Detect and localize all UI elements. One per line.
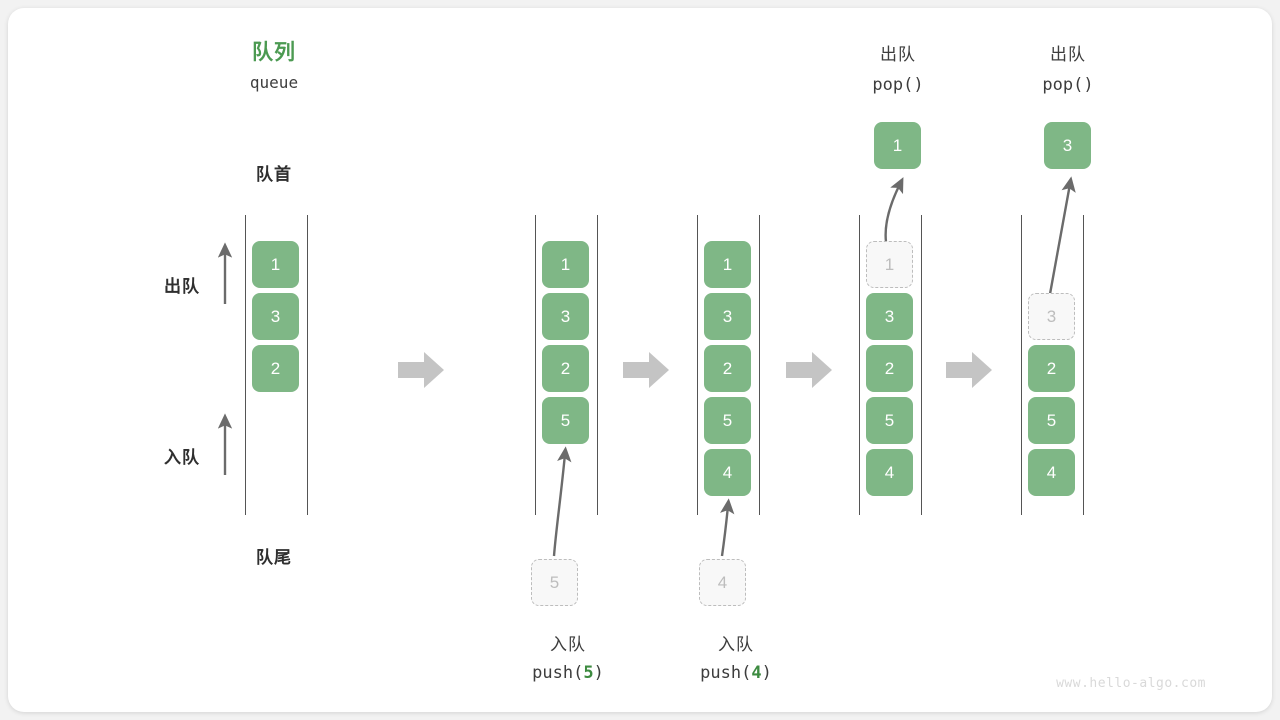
diagram-title-en: queue	[249, 73, 299, 92]
queue-rail-right-2	[597, 215, 598, 515]
queue-rail-right-3	[759, 215, 760, 515]
push-caption-cn-2: 入队	[718, 635, 754, 654]
queue-item-new: 5	[542, 397, 589, 444]
popped-item: 1	[874, 122, 921, 169]
queue-rail-left-3	[697, 215, 698, 515]
queue-item: 1	[704, 241, 751, 288]
queue-item: 3	[252, 293, 299, 340]
queue-item: 3	[704, 293, 751, 340]
step-arrow-icon	[398, 352, 444, 388]
code-prefix: pop(	[1042, 75, 1084, 95]
queue-item: 2	[1028, 345, 1075, 392]
push-arrow-1	[552, 446, 572, 557]
queue-rail-right-4	[921, 215, 922, 515]
rear-label: 队尾	[256, 548, 292, 567]
queue-item: 1	[542, 241, 589, 288]
pop-caption-cn-2: 出队	[1050, 45, 1086, 64]
push-caption-code-2: push(4)	[646, 663, 826, 683]
queue-rail-left-5	[1021, 215, 1022, 515]
step-arrow-icon	[623, 352, 669, 388]
queue-item-new: 4	[704, 449, 751, 496]
code-prefix: push(	[532, 663, 584, 683]
queue-item: 4	[1028, 449, 1075, 496]
push-caption-code-1: push(5)	[478, 663, 658, 683]
code-suffix: )	[593, 663, 604, 683]
code-suffix: )	[1083, 75, 1094, 95]
code-prefix: pop(	[872, 75, 914, 95]
queue-item: 2	[704, 345, 751, 392]
incoming-ghost-item: 5	[531, 559, 578, 606]
queue-item: 5	[704, 397, 751, 444]
enqueue-direction-arrow	[217, 413, 233, 475]
queue-item: 3	[866, 293, 913, 340]
queue-rail-left-1	[245, 215, 246, 515]
pop-caption-cn-1: 出队	[880, 45, 916, 64]
popped-item: 3	[1044, 122, 1091, 169]
queue-item: 5	[866, 397, 913, 444]
queue-item-removed: 3	[1028, 293, 1075, 340]
pop-arrow-1	[884, 177, 904, 243]
enqueue-side-label: 入队	[164, 448, 200, 467]
dequeue-side-label: 出队	[164, 277, 200, 296]
queue-item: 5	[1028, 397, 1075, 444]
queue-item-removed: 1	[866, 241, 913, 288]
queue-item: 2	[542, 345, 589, 392]
pop-caption-code-2: pop()	[978, 75, 1158, 95]
code-value: 5	[583, 663, 594, 683]
diagram-title-cn: 队列	[252, 41, 296, 64]
push-arrow-2	[720, 498, 735, 557]
code-suffix: )	[913, 75, 924, 95]
step-arrow-icon	[786, 352, 832, 388]
incoming-ghost-item: 4	[699, 559, 746, 606]
dequeue-direction-arrow	[217, 242, 233, 304]
queue-item: 4	[866, 449, 913, 496]
code-suffix: )	[761, 663, 772, 683]
queue-item: 2	[866, 345, 913, 392]
code-value: 4	[751, 663, 762, 683]
pop-arrow-2	[1048, 176, 1076, 295]
queue-rail-right-5	[1083, 215, 1084, 515]
step-arrow-icon	[946, 352, 992, 388]
pop-caption-code-1: pop()	[808, 75, 988, 95]
watermark: www.hello-algo.com	[1056, 676, 1206, 691]
queue-item: 2	[252, 345, 299, 392]
diagram-card: 队列 queue 队首 队尾 出队 入队 1 3 2	[8, 8, 1272, 712]
front-label: 队首	[256, 165, 292, 184]
queue-rail-left-2	[535, 215, 536, 515]
queue-item: 1	[252, 241, 299, 288]
code-prefix: push(	[700, 663, 752, 683]
push-caption-cn-1: 入队	[550, 635, 586, 654]
queue-rail-left-4	[859, 215, 860, 515]
queue-item: 3	[542, 293, 589, 340]
queue-rail-right-1	[307, 215, 308, 515]
